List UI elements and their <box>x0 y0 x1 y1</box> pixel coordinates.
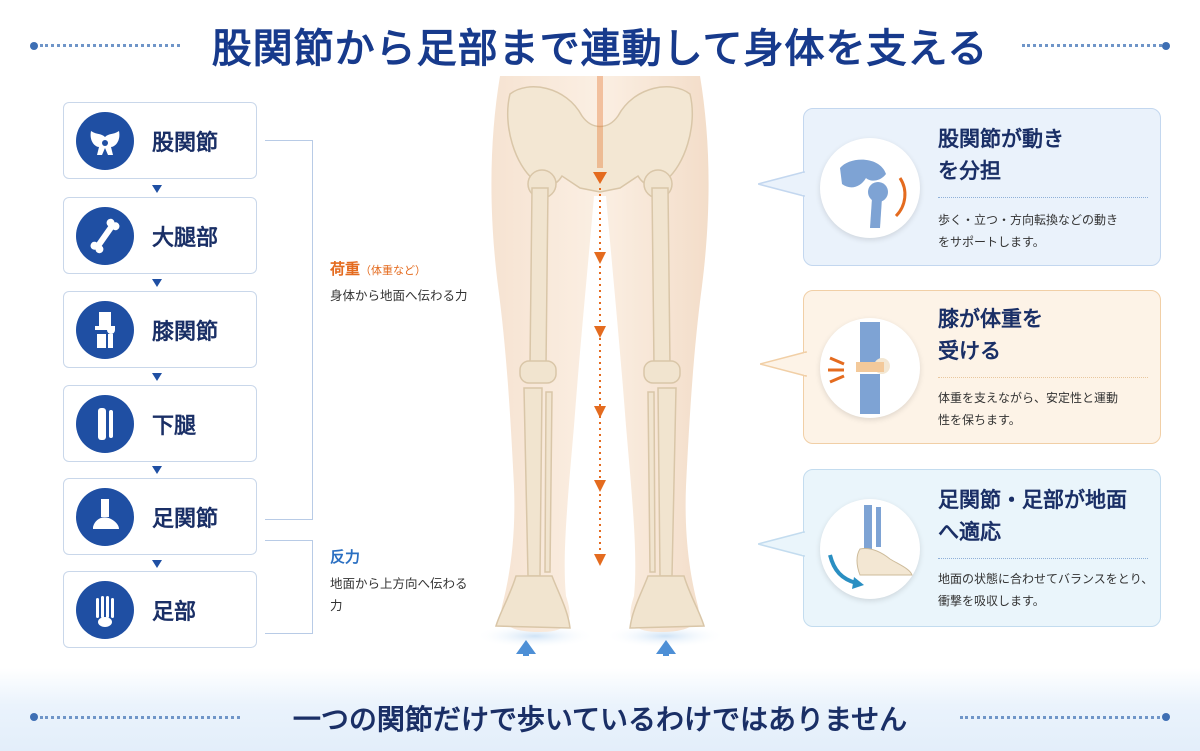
knee-icon <box>820 318 920 418</box>
footer-message: 一つの関節だけで歩いているわけではありません <box>292 703 908 736</box>
info-card-hip-desc: 歩く・立つ・方向転換などの動きをサポートします。 <box>938 213 1119 249</box>
chain-arrow-2 <box>152 279 162 287</box>
chain-arrow-3 <box>152 373 162 381</box>
title-rule-right <box>1022 44 1162 47</box>
chain-card-lower-leg: 下腿 <box>63 385 257 462</box>
reaction-title: 反力 <box>330 548 361 566</box>
footer-rule-right-endpoint <box>1162 713 1170 721</box>
ankle-foot-icon <box>820 499 920 599</box>
chain-card-ankle: 足関節 <box>63 478 257 555</box>
lower-leg-icon <box>76 394 134 453</box>
info-card-hip-title: 股関節が動きを分担 <box>938 127 1064 183</box>
info-card-hip-divider <box>938 197 1148 198</box>
knee-joint-icon <box>76 300 134 359</box>
title-rule-right-endpoint <box>1162 42 1170 50</box>
chain-card-knee: 膝関節 <box>63 291 257 368</box>
info-card-knee-pointer <box>760 351 808 377</box>
title-rule-left-endpoint <box>30 42 38 50</box>
load-sub: （体重など） <box>360 264 427 277</box>
chain-arrow-5 <box>152 560 162 568</box>
info-card-knee-divider <box>938 377 1148 378</box>
chain-card-hip: 股関節 <box>63 102 257 179</box>
footer-rule-left-endpoint <box>30 713 38 721</box>
chain-label-foot: 足部 <box>152 599 197 625</box>
footer-band <box>0 668 1200 751</box>
chain-label-ankle: 足関節 <box>152 506 219 532</box>
info-card-ankle-foot-title: 足関節・足部が地面へ適応 <box>938 488 1127 544</box>
reaction-desc: 地面から上方向へ伝わる力 <box>330 576 468 613</box>
chain-card-foot: 足部 <box>63 571 257 648</box>
info-card-ankle-foot: 足関節・足部が地面へ適応 地面の状態に合わせてバランスをとり、衝撃を吸収します。 <box>803 469 1161 627</box>
info-card-knee-desc: 体重を支えながら、安定性と運動性を保ちます。 <box>938 391 1119 427</box>
info-card-hip: 股関節が動きを分担 歩く・立つ・方向転換などの動きをサポートします。 <box>803 108 1161 266</box>
pelvis-icon <box>76 111 134 170</box>
chain-label-thigh: 大腿部 <box>152 225 219 251</box>
info-card-knee: 膝が体重を受ける 体重を支えながら、安定性と運動性を保ちます。 <box>803 290 1161 444</box>
chain-arrow-1 <box>152 185 162 193</box>
info-card-hip-pointer <box>758 171 806 197</box>
chain-label-hip: 股関節 <box>152 130 219 156</box>
ankle-icon <box>76 487 134 546</box>
load-title: 荷重 <box>330 260 361 278</box>
footer-rule-right <box>960 716 1160 719</box>
load-bracket <box>265 140 313 520</box>
hip-joint-icon <box>820 138 920 238</box>
info-card-ankle-foot-pointer <box>758 531 806 557</box>
chain-label-knee: 膝関節 <box>152 319 219 345</box>
reaction-label: 反力 地面から上方向へ伝わる力 <box>330 546 470 617</box>
chain-arrow-4 <box>152 466 162 474</box>
foot-bones-icon <box>76 580 134 639</box>
page-title: 股関節から足部まで連動して身体を支える <box>211 26 989 72</box>
load-label: 荷重（体重など） 身体から地面へ伝わる力 <box>330 258 470 307</box>
info-card-knee-title: 膝が体重を受ける <box>938 307 1043 363</box>
leg-skeleton-illustration <box>475 76 725 656</box>
info-card-ankle-foot-desc: 地面の状態に合わせてバランスをとり、衝撃を吸収します。 <box>938 572 1154 608</box>
chain-label-lower-leg: 下腿 <box>152 413 197 439</box>
chain-card-thigh: 大腿部 <box>63 197 257 274</box>
info-card-ankle-foot-divider <box>938 558 1148 559</box>
load-desc: 身体から地面へ伝わる力 <box>330 288 468 303</box>
footer-rule-left <box>40 716 240 719</box>
title-rule-left <box>40 44 180 47</box>
reaction-bracket <box>265 540 313 634</box>
femur-icon <box>76 206 134 265</box>
